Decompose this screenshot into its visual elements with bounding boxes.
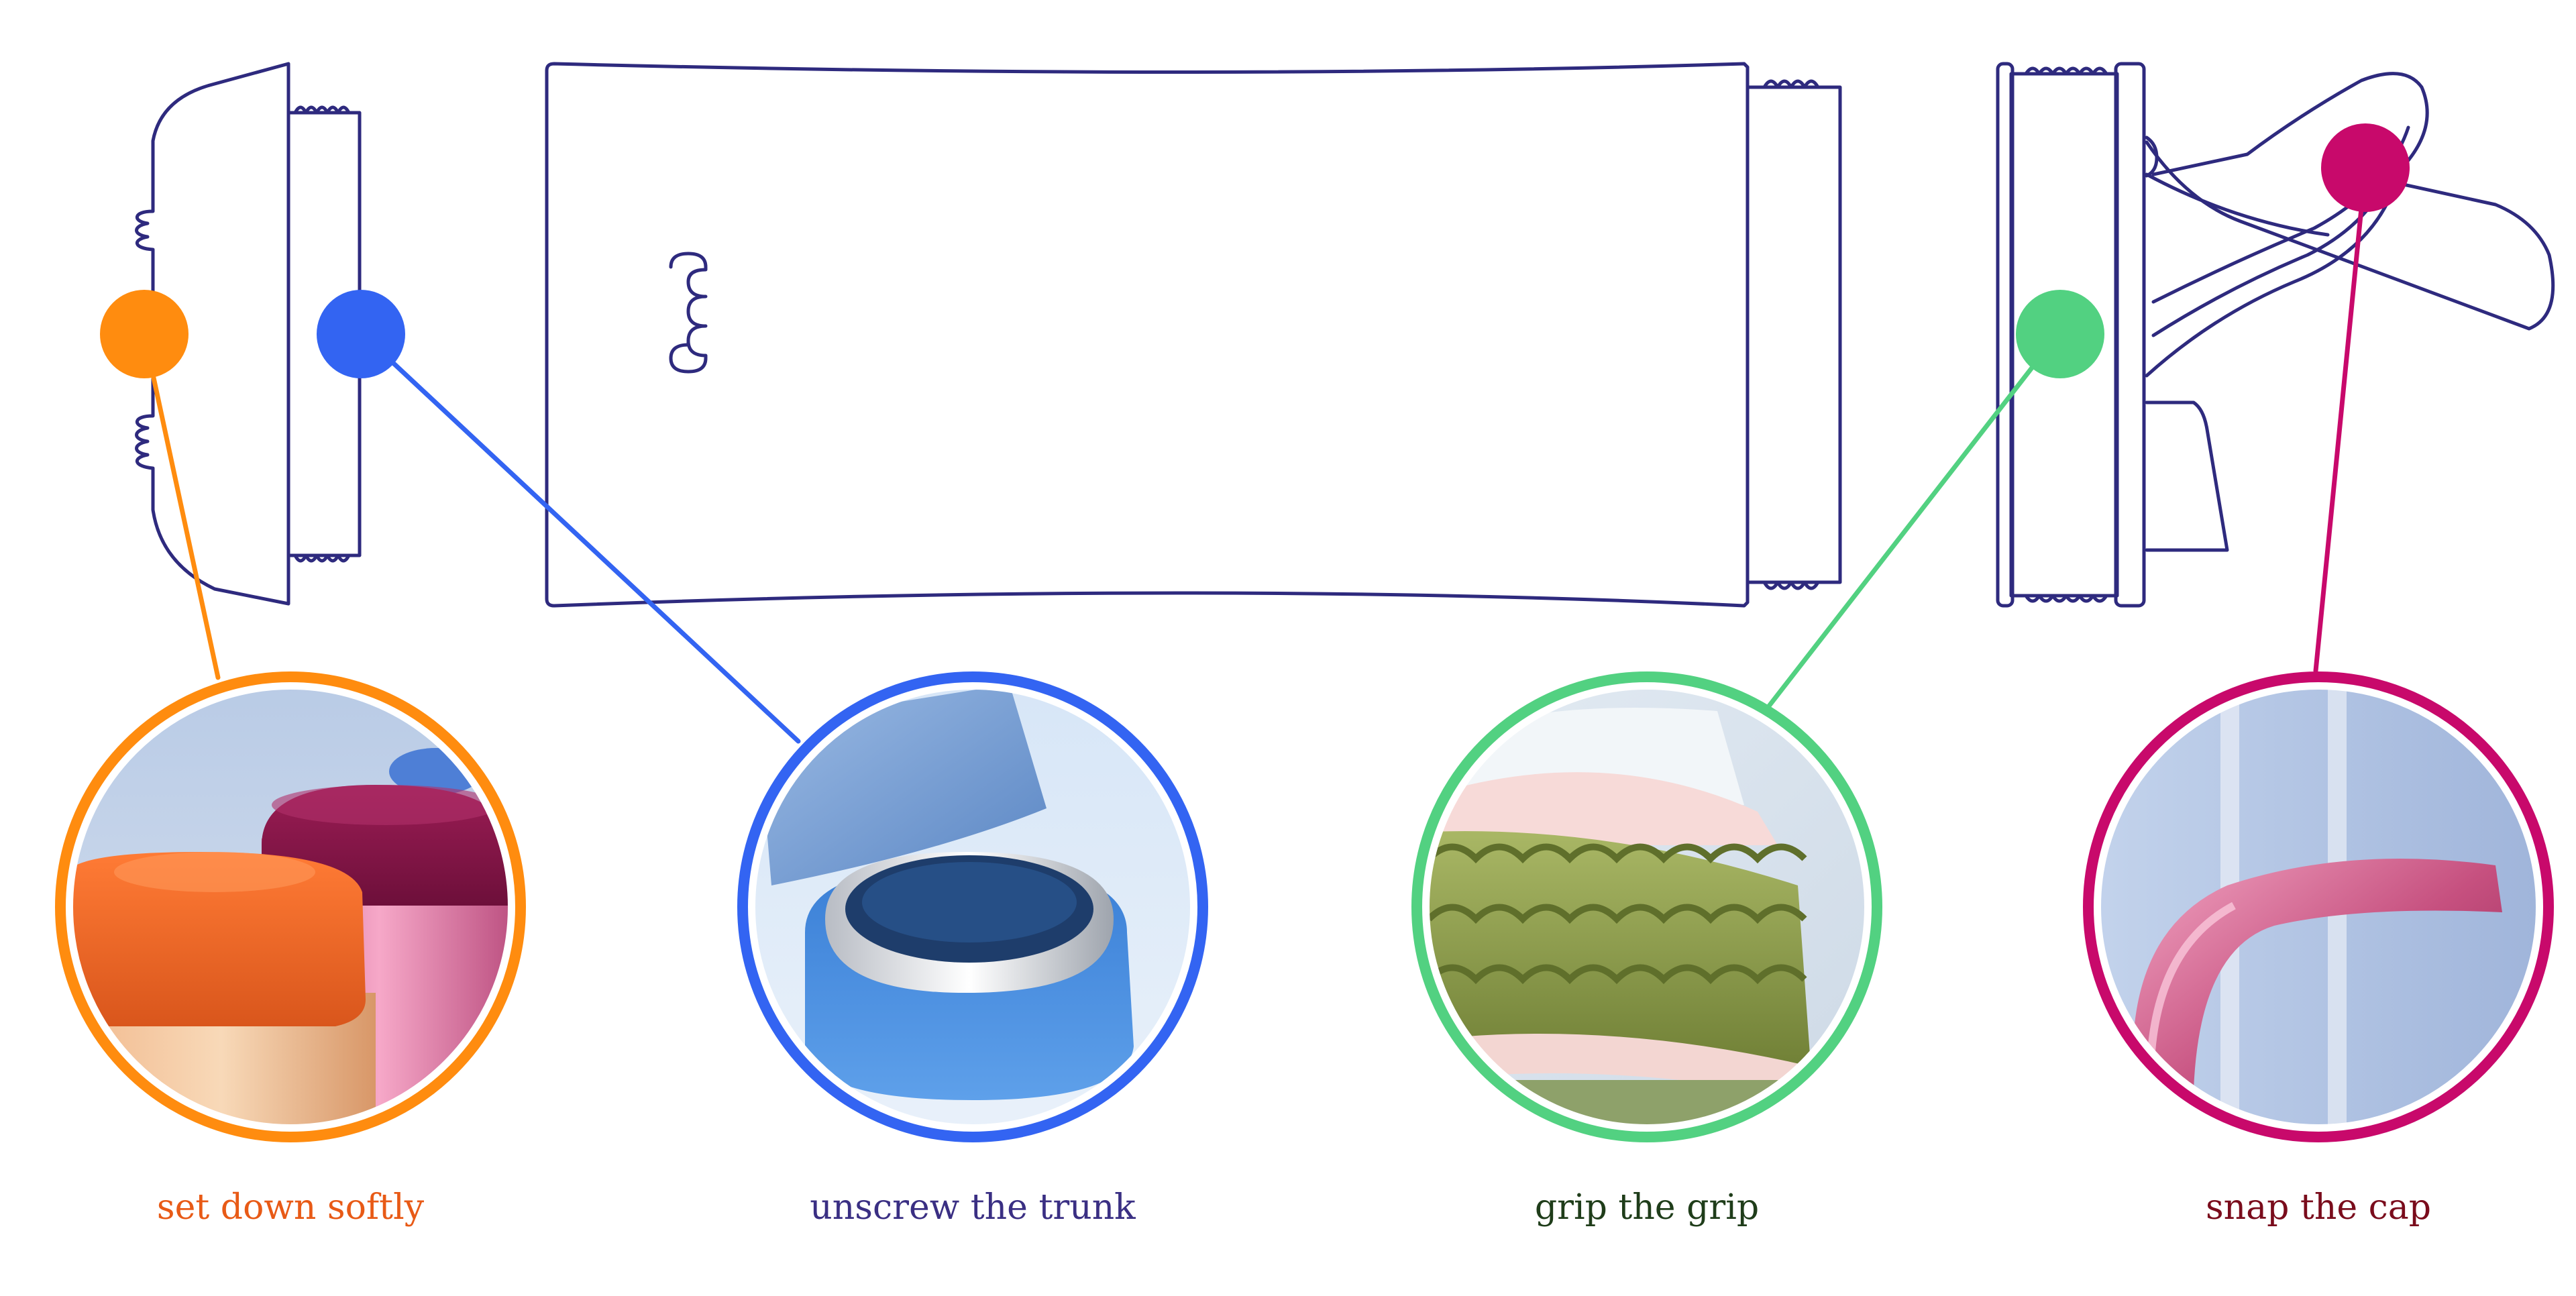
connector-bottom <box>142 331 221 680</box>
bottom-cap-thread-top <box>293 105 351 115</box>
blue-thread-closeup-icon[interactable] <box>737 671 1208 1142</box>
connector-trunk <box>360 331 801 744</box>
lid-thread-bottom <box>2024 594 2108 603</box>
bottom-cap-outline <box>135 62 290 606</box>
bottle-outline <box>135 62 2555 608</box>
connector-cap <box>2313 165 2368 673</box>
bottom-cap-thread-bottom <box>293 553 351 563</box>
lid-outer-ring-right <box>2114 62 2146 608</box>
hotspot-bottom[interactable] <box>100 290 189 378</box>
lid-hinge-knob <box>2145 136 2159 178</box>
hotspot-cap[interactable] <box>2321 123 2410 212</box>
green-grip-closeup-icon[interactable] <box>1411 671 1885 1160</box>
body-thread-neck <box>1746 85 1842 584</box>
lid-latch <box>2145 400 2229 552</box>
lid-thread-top <box>2024 66 2108 76</box>
brand-logo-mark <box>669 252 708 374</box>
connector-grip <box>1765 331 2061 710</box>
hotspot-grip[interactable] <box>2016 290 2104 378</box>
body-thread-bottom <box>1762 580 1820 590</box>
caption-trunk: unscrew the trunk <box>810 1187 1136 1228</box>
bottle-body-outline <box>545 62 1750 608</box>
body-thread-top <box>1762 79 1820 89</box>
orange-cap-closeup-icon[interactable] <box>55 671 526 1142</box>
caption-cap: snap the cap <box>2205 1187 2432 1228</box>
caption-bottom: set down softly <box>156 1187 425 1228</box>
hotspot-trunk[interactable] <box>317 290 405 378</box>
lid-handle-strap <box>2145 172 2330 237</box>
lid-handle-arm-outer <box>2145 199 2390 378</box>
callout-connectors <box>142 165 2368 744</box>
pink-handle-closeup-icon[interactable] <box>2083 671 2554 1142</box>
caption-grip: grip the grip <box>1534 1187 1760 1228</box>
